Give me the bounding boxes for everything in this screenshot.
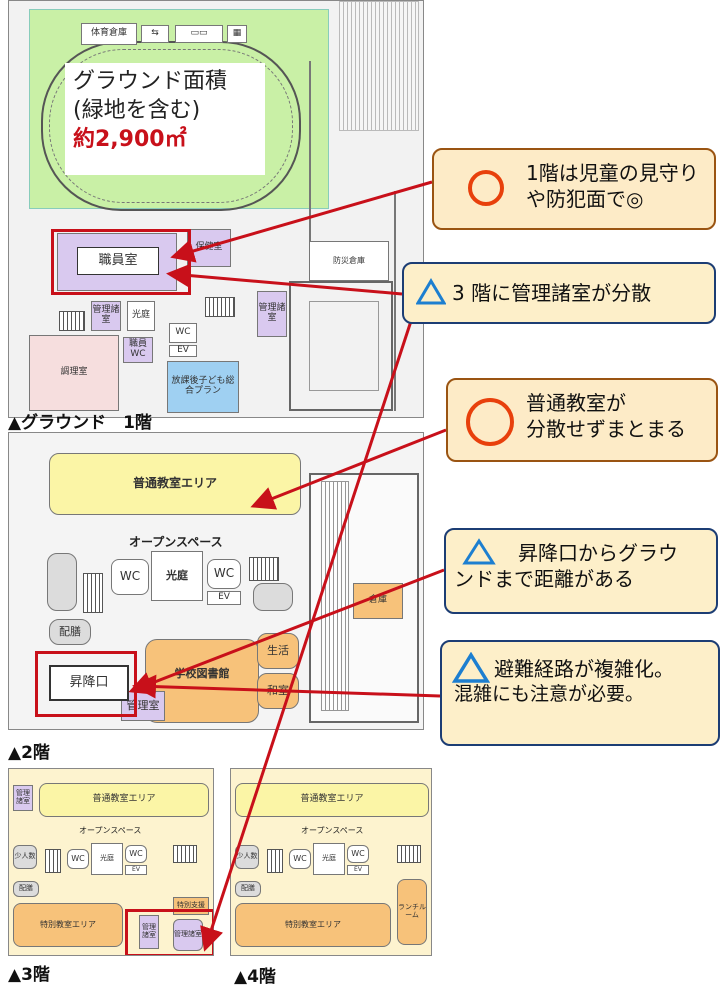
floor4-serving: 配膳 bbox=[235, 881, 261, 897]
callout-entrance-distance: 昇降口からグラウ ンドまで距離がある bbox=[444, 528, 718, 614]
gym-equipment-storage: 体育倉庫 bbox=[81, 23, 137, 45]
floor3-management-top: 管理諸室 bbox=[13, 785, 33, 811]
floor3-wc-right: WC bbox=[125, 845, 147, 863]
floor2-entrance: 昇降口 bbox=[49, 665, 129, 701]
floor3-small-room: 少人数 bbox=[13, 845, 37, 869]
floor4-general-area: 普通教室エリア bbox=[235, 783, 429, 817]
floor3-stairs-right bbox=[173, 845, 197, 863]
floor4-small-room: 少人数 bbox=[235, 845, 259, 869]
ground-floor-caption: ▲グラウンド 1階 bbox=[8, 413, 152, 433]
triangle-caution-icon bbox=[462, 538, 496, 565]
floor3-management-highlight bbox=[125, 909, 213, 955]
floor3-management-a: 管理諸室 bbox=[139, 915, 159, 949]
management-room-1f: 管理諸室 bbox=[91, 301, 121, 331]
light-court-1f: 光庭 bbox=[127, 301, 155, 331]
floor2-open-space-label: オープンスペース bbox=[129, 535, 223, 549]
callout3-line2: 分散せずまとまる bbox=[526, 417, 686, 441]
ground-area-label: グラウンド面積 (緑地を含む) 約2,900㎡ bbox=[65, 63, 265, 175]
floor3-open-space: オープンスペース bbox=[79, 826, 142, 835]
floor4-map: 普通教室エリア オープンスペース 少人数 WC 光庭 WC EV 配膳 特別教室… bbox=[230, 768, 432, 956]
triangle-caution-icon bbox=[452, 652, 490, 683]
callout4-line2: ンドまで距離がある bbox=[454, 567, 634, 591]
ground-floor-map: 体育倉庫 ⇆ ▭▭ ▦ 調理室 保健室 管理諸室 光庭 WC EV 職員WC 放… bbox=[8, 0, 424, 418]
ground-stairs bbox=[59, 311, 85, 331]
floor4-caption: ▲4階 bbox=[234, 967, 276, 987]
circle-good-icon bbox=[466, 398, 514, 446]
floor3-general-area: 普通教室エリア bbox=[39, 783, 209, 817]
floor3-management-b: 管理諸室 bbox=[173, 919, 203, 951]
floor4-ev: EV bbox=[347, 865, 369, 875]
floor2-storage: 倉庫 bbox=[353, 583, 403, 619]
ground-building-hatch bbox=[339, 1, 419, 131]
callout2-text: 3 階に管理諸室が分散 bbox=[452, 281, 652, 305]
staff-wc-1f: 職員WC bbox=[123, 337, 153, 363]
track-oval bbox=[41, 41, 301, 211]
ground-area-title-2: (緑地を含む) bbox=[73, 98, 201, 123]
floor2-wc-right: WC bbox=[207, 559, 241, 589]
ev-1f: EV bbox=[169, 345, 197, 357]
ground-box-2: ▭▭ bbox=[175, 25, 223, 43]
floor2-general-area: 普通教室エリア bbox=[49, 453, 301, 515]
health-room: 保健室 bbox=[187, 229, 231, 267]
callout-management-spread: 3 階に管理諸室が分散 bbox=[402, 262, 716, 324]
floor4-special-area: 特別教室エリア bbox=[235, 903, 391, 947]
ground-road-line-1 bbox=[309, 61, 311, 261]
floor2-life-room: 生活 bbox=[257, 633, 299, 669]
floor4-stairs-right bbox=[397, 845, 421, 863]
floor2-right-hatch bbox=[321, 481, 349, 711]
triangle-caution-icon bbox=[416, 278, 446, 305]
floor4-stairs bbox=[267, 849, 283, 873]
floor3-ev: EV bbox=[125, 865, 147, 875]
callout-evacuation: 避難経路が複雑化。 混雑にも注意が必要。 bbox=[440, 640, 720, 746]
floor4-light: 光庭 bbox=[313, 843, 345, 875]
circle-good-icon bbox=[468, 170, 504, 206]
floor2-stairs-hatch bbox=[83, 573, 103, 613]
floor4-wc-right: WC bbox=[347, 845, 369, 863]
ground-stairs-2 bbox=[205, 297, 235, 317]
floor2-light-court: 光庭 bbox=[151, 551, 203, 601]
callout1-line2: や防犯面で◎ bbox=[526, 187, 644, 211]
callout-watch-security: 1階は児童の見守り や防犯面で◎ bbox=[432, 148, 716, 230]
ground-road-line-2 bbox=[394, 191, 396, 411]
callout3-line1: 普通教室が bbox=[526, 391, 626, 415]
afterschool-room: 放課後子ども総合プラン bbox=[167, 361, 239, 413]
floor2-map: 普通教室エリア オープンスペース WC 光庭 WC EV 配膳 学校図書館 生活… bbox=[8, 432, 424, 730]
ground-box-1: ⇆ bbox=[141, 25, 169, 43]
floor4-wc-left: WC bbox=[289, 849, 311, 869]
floor2-ev: EV bbox=[207, 591, 241, 605]
floor2-serving: 配膳 bbox=[49, 619, 91, 645]
callout-classrooms-grouped: 普通教室が 分散せずまとまる bbox=[446, 378, 718, 462]
floor4-open-space: オープンスペース bbox=[301, 826, 364, 835]
floor2-japanese-room: 和室 bbox=[257, 673, 299, 709]
floor3-wc-left: WC bbox=[67, 849, 89, 869]
floor3-caption: ▲3階 bbox=[8, 965, 50, 985]
floor3-light: 光庭 bbox=[91, 843, 123, 875]
floor3-serving: 配膳 bbox=[13, 881, 39, 897]
staff-room: 職員室 bbox=[77, 247, 159, 275]
cooking-room: 調理室 bbox=[29, 335, 119, 411]
ground-area-value: 約2,900㎡ bbox=[73, 127, 187, 152]
ground-area-title-1: グラウンド面積 bbox=[73, 69, 228, 94]
floor2-wc-left: WC bbox=[111, 559, 149, 595]
callout4-line1: 昇降口からグラウ bbox=[518, 541, 678, 565]
ground-building-inner bbox=[309, 301, 379, 391]
floor3-special-area: 特別教室エリア bbox=[13, 903, 123, 947]
floor2-caption: ▲2階 bbox=[8, 743, 50, 763]
floor2-stairs-left bbox=[47, 553, 77, 611]
floor3-map: 管理諸室 普通教室エリア オープンスペース 少人数 WC 光庭 WC EV 配膳… bbox=[8, 768, 214, 956]
callout1-line1: 1階は児童の見守り bbox=[526, 161, 699, 185]
callout5-line1: 避難経路が複雑化。 bbox=[494, 657, 674, 681]
management-room-1f-b: 管理諸室 bbox=[257, 291, 287, 337]
floor3-stairs bbox=[45, 849, 61, 873]
ground-box-3: ▦ bbox=[227, 25, 247, 43]
track-lane bbox=[49, 49, 293, 203]
wc-1f: WC bbox=[169, 323, 197, 343]
floor2-stairs-right bbox=[249, 557, 279, 581]
floor4-lunchroom: ランチルーム bbox=[397, 879, 427, 945]
warehouse: 防災倉庫 bbox=[309, 241, 389, 281]
callout5-line2: 混雑にも注意が必要。 bbox=[454, 683, 645, 705]
floor2-stairs-right-b bbox=[253, 583, 293, 611]
